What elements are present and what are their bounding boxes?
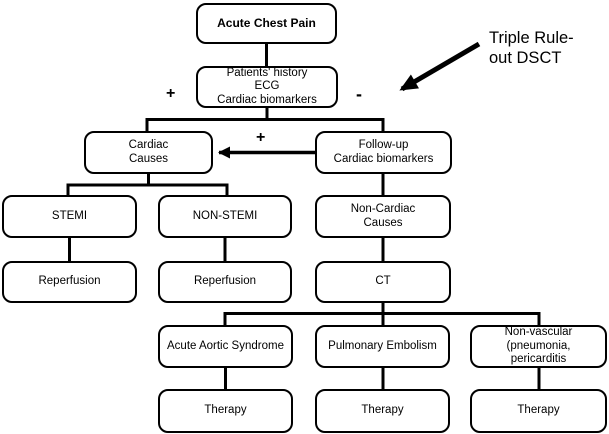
- node-reperfusion-right: Reperfusion: [158, 261, 292, 303]
- node-line: Patients' history: [226, 66, 308, 79]
- node-label: Pulmonary Embolism: [328, 339, 437, 352]
- node-label: Acute Aortic Syndrome: [167, 339, 284, 352]
- node-label: Therapy: [204, 404, 247, 417]
- node-line: pericarditis: [510, 353, 567, 366]
- node-line: Cardiac biomarkers: [333, 152, 434, 165]
- node-cardiac-causes: Cardiac Causes: [84, 131, 213, 174]
- node-therapy-left: Therapy: [158, 389, 293, 433]
- node-label: Acute Chest Pain: [217, 15, 316, 30]
- node-label: STEMI: [51, 209, 88, 222]
- node-line: Cardiac biomarkers: [217, 93, 317, 106]
- node-line: Causes: [129, 152, 168, 165]
- node-non-cardiac-causes: Non-Cardiac Causes: [315, 195, 451, 238]
- node-line: Non-vascular (pneumonia,: [504, 326, 573, 352]
- node-label: Reperfusion: [38, 275, 101, 288]
- node-label: Therapy: [517, 404, 560, 417]
- node-label: CT: [375, 275, 391, 288]
- node-ct: CT: [315, 261, 451, 303]
- node-follow-up-cardiac-biomarkers: Follow-up Cardiac biomarkers: [315, 131, 452, 174]
- annotation-arrow: [399, 41, 481, 92]
- node-patients-history: Patients' history ECG Cardiac biomarkers: [196, 66, 338, 108]
- history-negative-sign: -: [356, 84, 362, 104]
- node-therapy-right: Therapy: [470, 389, 607, 433]
- annotation-line-1: Triple Rule-: [489, 29, 574, 47]
- node-acute-aortic-syndrome: Acute Aortic Syndrome: [158, 325, 293, 368]
- node-line: Causes: [363, 216, 403, 229]
- followup-arrow-positive-sign: +: [256, 129, 266, 146]
- node-acute-chest-pain: Acute Chest Pain: [196, 3, 337, 44]
- node-reperfusion-left: Reperfusion: [2, 261, 137, 303]
- node-label: Reperfusion: [193, 275, 256, 288]
- node-pulmonary-embolism: Pulmonary Embolism: [315, 325, 450, 368]
- node-non-vascular: Non-vascular (pneumonia, pericarditis: [470, 325, 607, 368]
- history-positive-sign: +: [166, 85, 176, 102]
- node-line: Follow-up: [358, 139, 409, 151]
- node-non-stemi: NON-STEMI: [158, 195, 292, 238]
- annotation-line-2: out DSCT: [489, 49, 562, 67]
- node-label: Therapy: [361, 404, 404, 417]
- node-therapy-middle: Therapy: [315, 389, 450, 433]
- annotation-triple-rule-out: Triple Rule- out DSCT: [489, 8, 574, 68]
- node-line: Non-Cardiac: [350, 203, 416, 215]
- node-line: ECG: [254, 80, 280, 93]
- node-line: Cardiac: [128, 139, 169, 151]
- node-label: NON-STEMI: [192, 209, 258, 222]
- node-stemi: STEMI: [2, 195, 137, 238]
